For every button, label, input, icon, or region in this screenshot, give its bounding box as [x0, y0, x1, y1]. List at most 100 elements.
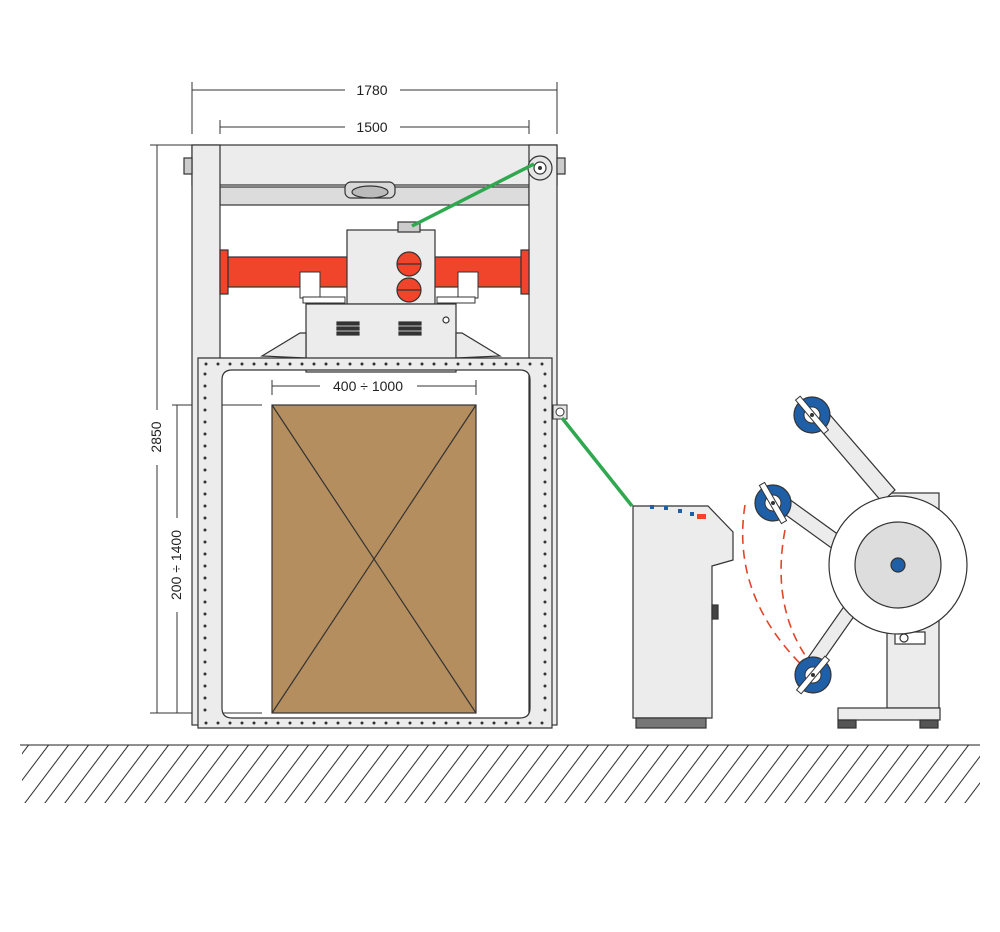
ring-bolt — [543, 552, 547, 556]
ring-bolt — [543, 432, 547, 436]
ring-bolt — [516, 721, 520, 725]
ring-bolt — [348, 362, 352, 366]
ring-bolt — [360, 362, 364, 366]
ring-bolt — [516, 362, 520, 366]
ring-bolt — [203, 528, 207, 532]
carriage-clamps — [299, 271, 479, 304]
ring-bolt — [203, 432, 207, 436]
ring-bolt — [543, 624, 547, 628]
ring-bolt — [456, 362, 460, 366]
ring-bolt — [543, 660, 547, 664]
ring-bolt — [543, 468, 547, 472]
ring-bolt — [324, 721, 328, 725]
ring-bolt — [543, 372, 547, 376]
control-panel-icon — [632, 505, 734, 729]
ring-bolt — [384, 362, 388, 366]
ring-bolt — [543, 636, 547, 640]
ring-bolt — [420, 721, 424, 725]
ring-bolt — [420, 362, 424, 366]
ring-bolt — [408, 721, 412, 725]
dim-product-height-range: 200 ÷ 1400 — [168, 530, 184, 600]
ring-bolt — [203, 660, 207, 664]
ring-bolt — [203, 552, 207, 556]
spool-icon — [793, 395, 831, 435]
ring-bolt — [312, 721, 316, 725]
ring-bolt — [203, 696, 207, 700]
ring-bolt — [336, 362, 340, 366]
ring-bolt — [543, 444, 547, 448]
ring-bolt — [203, 600, 207, 604]
spool-icon — [754, 481, 792, 525]
ring-bolt — [203, 384, 207, 388]
ring-bolt — [348, 721, 352, 725]
ring-bolt — [240, 362, 244, 366]
ring-bolt — [384, 721, 388, 725]
ring-bolt — [203, 468, 207, 472]
ring-bolt — [264, 721, 268, 725]
ring-bolt — [228, 721, 232, 725]
ring-bolts — [203, 362, 547, 725]
ring-bolt — [504, 362, 508, 366]
ring-bolt — [203, 588, 207, 592]
ring-bolt — [543, 600, 547, 604]
ring-bolt — [396, 721, 400, 725]
ring-bolt — [252, 721, 256, 725]
spools — [754, 395, 832, 695]
ring-bolt — [468, 721, 472, 725]
ring-bolt — [312, 362, 316, 366]
ring-bolt — [276, 362, 280, 366]
product-box — [271, 404, 477, 714]
ring-bolt — [203, 564, 207, 568]
ring-bolt — [543, 396, 547, 400]
ring-bolt — [432, 362, 436, 366]
spool-motion-path — [741, 504, 813, 676]
ring-bolt — [408, 362, 412, 366]
ring-bolt — [252, 362, 256, 366]
ring-bolt — [228, 362, 232, 366]
ring-bolt — [543, 672, 547, 676]
ring-bolt — [300, 362, 304, 366]
ring-bolt — [492, 362, 496, 366]
ring-bolt — [540, 362, 544, 366]
ring-bolt — [543, 648, 547, 652]
rotating-drive — [344, 181, 396, 199]
ring-bolt — [456, 721, 460, 725]
film-side-strand — [560, 416, 634, 508]
ring-bolt — [203, 408, 207, 412]
ring-bolt — [203, 540, 207, 544]
floor — [20, 744, 980, 803]
dim-product-width-range: 400 ÷ 1000 — [333, 378, 403, 394]
ring-bolt — [468, 362, 472, 366]
side-roller — [552, 404, 568, 420]
ring-bolt — [543, 492, 547, 496]
ring-bolt — [240, 721, 244, 725]
ring-bolt — [324, 362, 328, 366]
ring-bolt — [540, 721, 544, 725]
ring-bolt — [360, 721, 364, 725]
spool-icon — [794, 655, 832, 695]
ring-bolt — [543, 540, 547, 544]
ring-bolt — [543, 564, 547, 568]
ring-bolt — [543, 576, 547, 580]
ring-bolt — [480, 362, 484, 366]
ring-bolt — [203, 648, 207, 652]
ring-bolt — [543, 456, 547, 460]
film-top-strand — [411, 162, 535, 228]
ring-bolt — [543, 516, 547, 520]
ring-bolt — [543, 480, 547, 484]
ring-bolt — [543, 612, 547, 616]
ring-bolt — [203, 372, 207, 376]
ring-bolt — [203, 492, 207, 496]
ring-bolt — [264, 362, 268, 366]
ring-bolt — [504, 721, 508, 725]
ring-bolt — [203, 624, 207, 628]
ring-bolt — [480, 721, 484, 725]
ring-bolt — [444, 721, 448, 725]
ring-bolt — [543, 420, 547, 424]
ring-bolt — [216, 721, 220, 725]
ring-bolt — [203, 396, 207, 400]
ring-bolt — [372, 721, 376, 725]
ring-bolt — [203, 480, 207, 484]
film-roll-icon — [527, 155, 553, 181]
